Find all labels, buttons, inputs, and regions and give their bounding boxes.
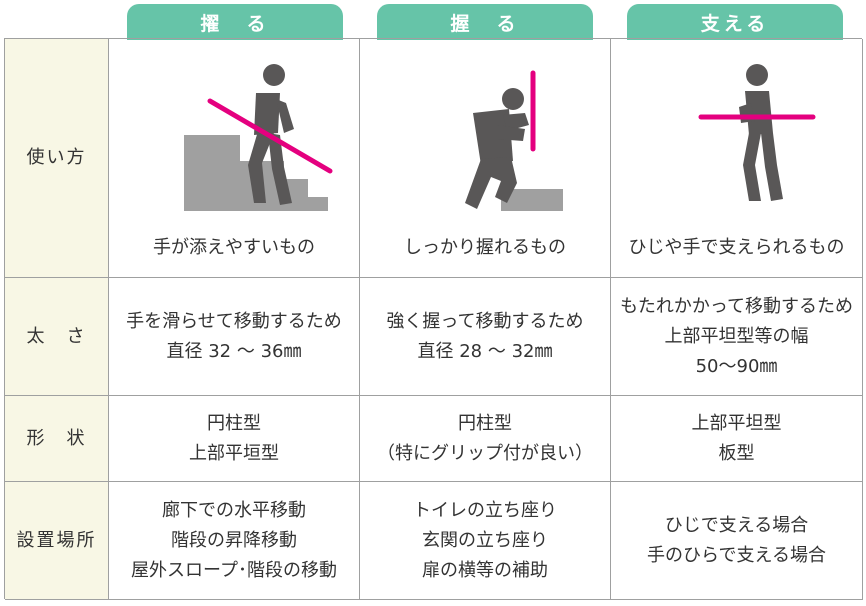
location-text: 廊下での水平移動 [162,499,306,521]
stairs-rail-figure-icon [184,64,333,211]
shape-text: 円柱型 [458,412,512,434]
location-cell-support: ひじで支える場合 手のひらで支える場合 [611,482,863,600]
thickness-text: 直径 32 ～ 36㎜ [166,340,302,362]
usage-caption-slide: 手が添えやすいもの [153,237,315,258]
thickness-text: 直径 28 ～ 32㎜ [417,340,553,362]
tab-slide: 擢 る [127,4,343,40]
usage-cell-slide: 手が添えやすいもの [109,39,360,278]
thickness-text: 上部平坦型等の幅 [664,325,809,347]
shape-text: 上部平垣型 [189,442,279,464]
shape-text: 円柱型 [207,412,261,434]
row-header-shape: 形 状 [5,396,109,482]
shape-text: 上部平坦型 [691,412,782,434]
usage-caption-support: ひじや手で支えられるもの [628,237,845,258]
thickness-text: 手を滑らせて移動するため [126,310,342,332]
shape-text: （特にグリップ付が良い） [377,442,593,464]
usage-caption-grip: しっかり握れるもの [404,237,566,258]
tab-grip: 握 る [377,4,593,40]
usage-cell-grip: しっかり握れるもの [360,39,611,278]
location-text: 屋外スロープ･階段の移動 [131,559,337,581]
shape-cell-support: 上部平坦型 板型 [611,396,863,482]
shape-cell-slide: 円柱型 上部平垣型 [109,396,360,482]
tab-support: 支える [627,4,843,40]
location-text: 扉の横等の補助 [422,559,548,581]
thickness-text: もたれかかって移動するため [619,295,854,317]
row-header-usage: 使い方 [5,39,109,278]
shape-text: 板型 [718,442,755,464]
location-text: 階段の昇降移動 [171,529,297,551]
row-header-location: 設置場所 [5,482,109,600]
thickness-cell-grip: 強く握って移動するため 直径 28 ～ 32㎜ [360,278,611,396]
usage-cell-support: ひじや手で支えられるもの [611,39,863,278]
location-text: 手のひらで支える場合 [647,544,826,566]
handrail-table: 使い方 手が添えやすいもの [4,38,863,600]
location-cell-slide: 廊下での水平移動 階段の昇降移動 屋外スロープ･階段の移動 [109,482,360,600]
vertical-grip-figure-icon [465,70,563,211]
thickness-cell-slide: 手を滑らせて移動するため 直径 32 ～ 36㎜ [109,278,360,396]
thickness-text: 強く握って移動するため [386,310,584,332]
location-text: ひじで支える場合 [664,514,809,536]
location-cell-grip: トイレの立ち座り 玄関の立ち座り 扉の横等の補助 [360,482,611,600]
location-text: 玄関の立ち座り [422,529,548,551]
thickness-text: 50～90㎜ [695,355,778,377]
location-text: トイレの立ち座り [413,499,557,521]
shape-cell-grip: 円柱型 （特にグリップ付が良い） [360,396,611,482]
row-header-thickness: 太 さ [5,278,109,396]
horizontal-support-figure-icon [698,64,815,201]
thickness-cell-support: もたれかかって移動するため 上部平坦型等の幅 50～90㎜ [611,278,863,396]
